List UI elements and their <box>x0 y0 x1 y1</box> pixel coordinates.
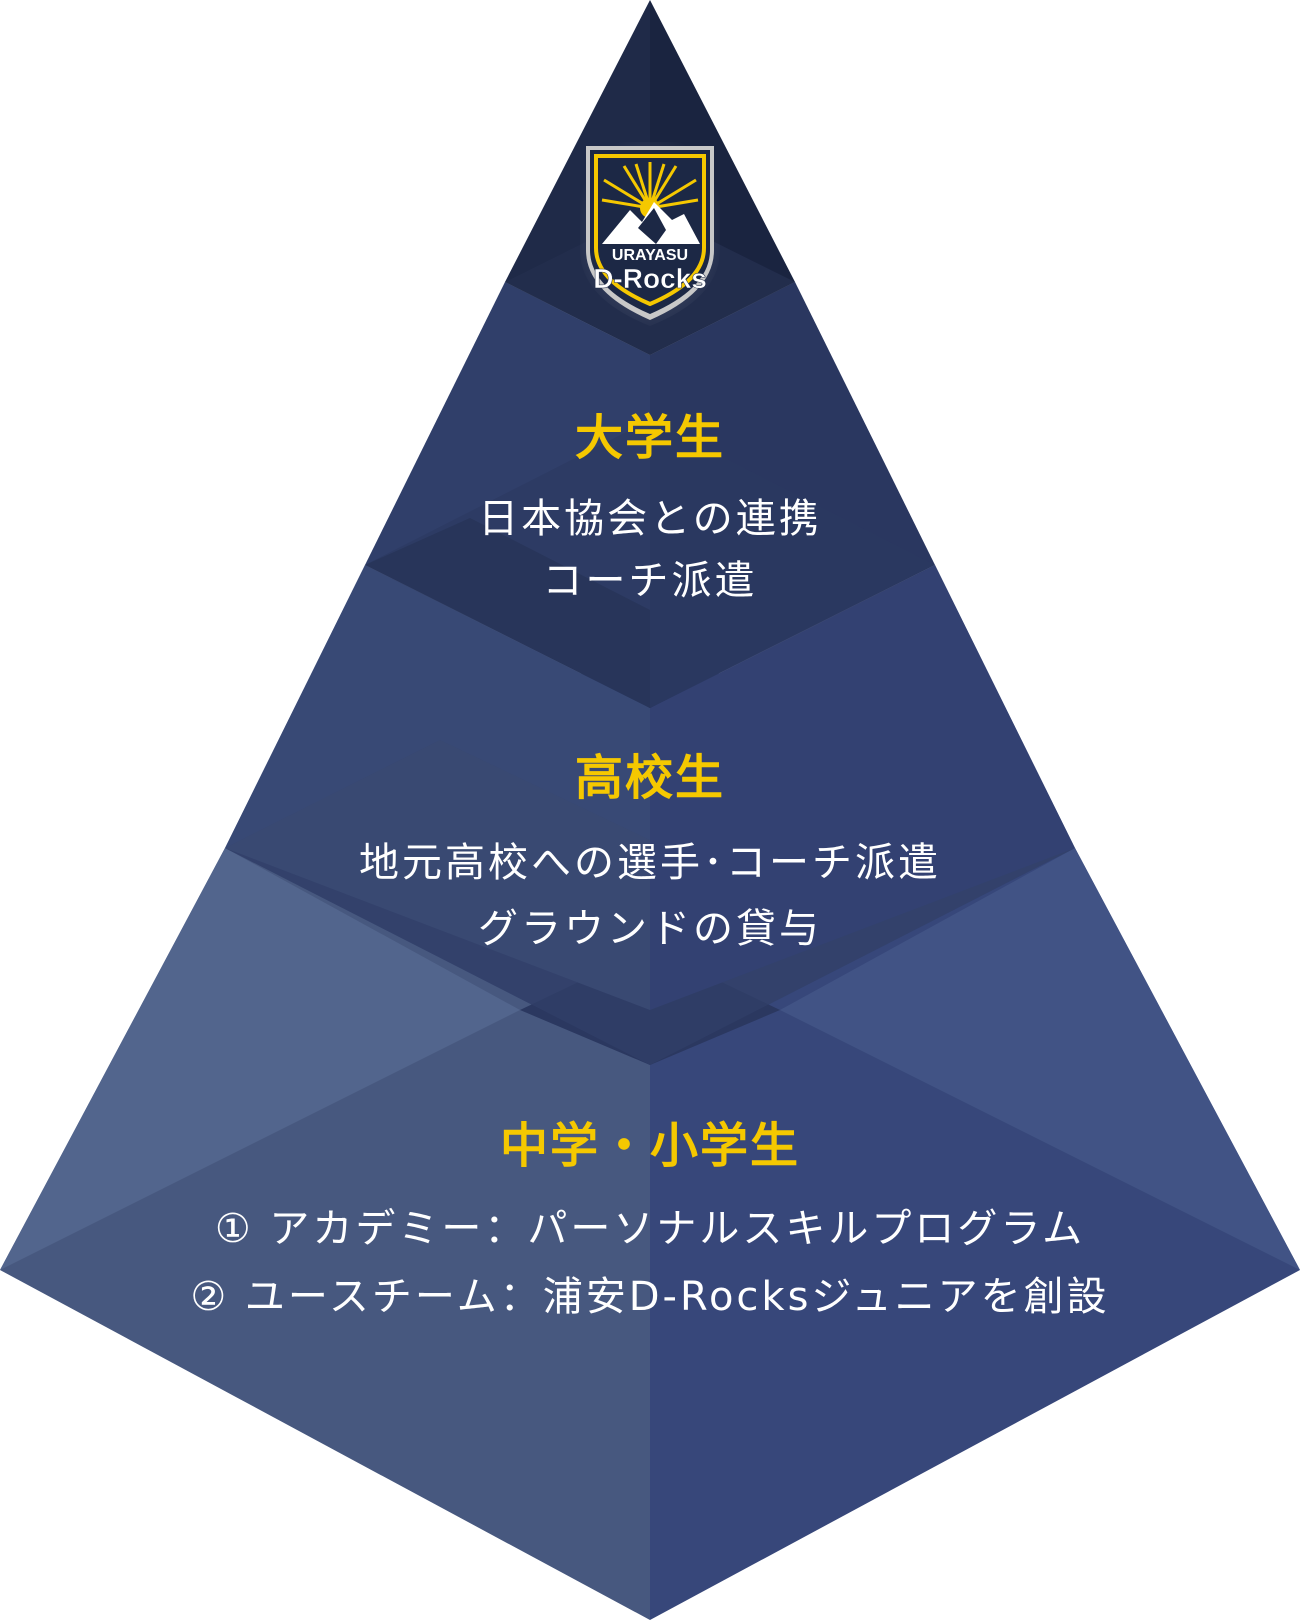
tier-university-title: 大学生 <box>574 410 725 466</box>
tier-highschool-line-1: 地元高校への選手･コーチ派遣 <box>359 840 941 886</box>
tier-bottom-left-highlight <box>0 848 520 1270</box>
tier-university-line-1: 日本協会との連携 <box>478 496 822 542</box>
tier-highschool-line-2: グラウンドの貸与 <box>478 906 822 952</box>
tier-junior-line-1: ① アカデミー：パーソナルスキルプログラム <box>214 1206 1086 1252</box>
urayasu-d-rocks-crest-icon: URAYASU D-Rocks <box>580 142 720 326</box>
logo-line2: D-Rocks <box>593 263 707 294</box>
tier-junior-line-2: ② ユースチーム：浦安D-Rocksジュニアを創設 <box>190 1274 1110 1320</box>
tier-highschool-title: 高校生 <box>574 750 725 806</box>
tier-univ-low-left <box>365 518 650 708</box>
tier-junior-title: 中学・小学生 <box>499 1118 800 1174</box>
logo-line1: URAYASU <box>612 247 688 264</box>
tier-high-band <box>225 565 1075 1065</box>
tier-university-line-2: コーチ派遣 <box>542 558 758 604</box>
tier-bottom-right-highlight <box>780 848 1300 1270</box>
tier-high-left-mid <box>225 740 650 1010</box>
